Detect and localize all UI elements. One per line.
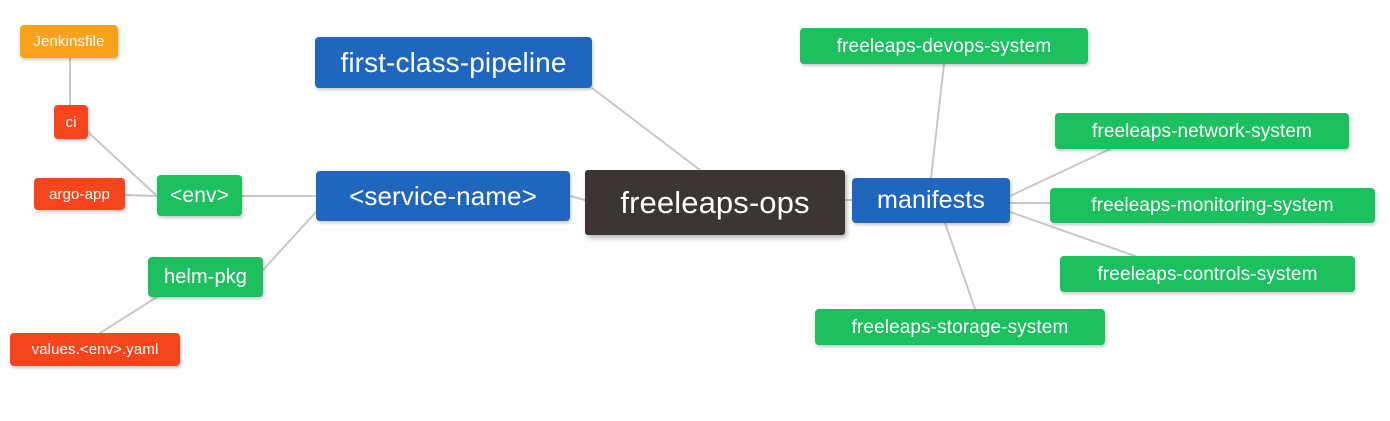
edge-manifests-to-devops-system (930, 63, 945, 179)
node-controls-system[interactable]: freeleaps-controls-system (1060, 256, 1355, 292)
node-network-system[interactable]: freeleaps-network-system (1055, 113, 1349, 149)
edge-manifests-to-storage-system (944, 222, 976, 310)
node-first-class-pipeline[interactable]: first-class-pipeline (315, 37, 592, 88)
node-helm-pkg[interactable]: helm-pkg (148, 257, 263, 297)
node-manifests[interactable]: manifests (852, 178, 1010, 223)
node-devops-system[interactable]: freeleaps-devops-system (800, 28, 1088, 64)
edge-first-class-pipeline-to-freeleaps-ops (591, 87, 701, 171)
node-env[interactable]: <env> (157, 175, 242, 216)
node-argo-app[interactable]: argo-app (34, 178, 125, 210)
node-storage-system[interactable]: freeleaps-storage-system (815, 309, 1105, 345)
node-values-yaml[interactable]: values.<env>.yaml (10, 333, 180, 366)
node-service-name[interactable]: <service-name> (316, 171, 570, 221)
edge-service-name-to-helm-pkg (262, 211, 317, 271)
node-jenkinsfile[interactable]: Jenkinsfile (20, 25, 118, 58)
node-monitoring-system[interactable]: freeleaps-monitoring-system (1050, 188, 1375, 223)
edge-service-name-to-freeleaps-ops (569, 195, 586, 201)
edge-argo-app-to-env (124, 194, 158, 197)
node-ci[interactable]: ci (54, 105, 88, 139)
node-freeleaps-ops[interactable]: freeleaps-ops (585, 170, 845, 235)
